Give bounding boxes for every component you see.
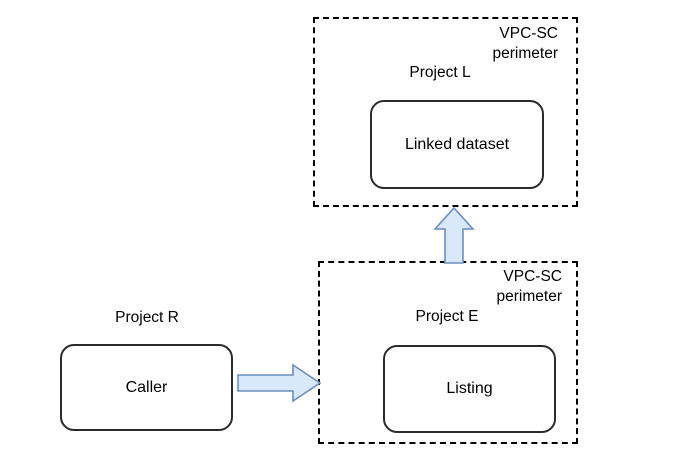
- project-label-l: Project L: [409, 64, 471, 81]
- perimeter-bottom-title: VPC-SC perimeter: [392, 267, 562, 307]
- arrow-up-icon: [433, 206, 475, 264]
- node-linked-dataset[interactable]: Linked dataset: [370, 100, 544, 189]
- project-label-e: Project E: [415, 308, 479, 325]
- node-linked-dataset-label: Linked dataset: [404, 135, 510, 153]
- perimeter-bottom-title-line2: perimeter: [496, 287, 562, 305]
- node-caller-label: Caller: [125, 378, 168, 396]
- perimeter-bottom-title-line1: VPC-SC: [503, 268, 562, 285]
- arrow-up-shape: [433, 206, 475, 264]
- project-label-r: Project R: [115, 309, 179, 326]
- perimeter-top-title-line1: VPC-SC: [499, 25, 558, 42]
- arrow-right-shape: [237, 363, 322, 403]
- node-listing-label: Listing: [446, 380, 493, 397]
- node-caller[interactable]: Caller: [60, 344, 233, 431]
- perimeter-top-title-line2: perimeter: [492, 44, 558, 62]
- arrow-right-icon: [237, 363, 322, 403]
- perimeter-top-title: VPC-SC perimeter: [388, 24, 558, 64]
- vpc-sc-perimeter-project-l: [313, 17, 578, 207]
- node-listing[interactable]: Listing: [383, 345, 556, 433]
